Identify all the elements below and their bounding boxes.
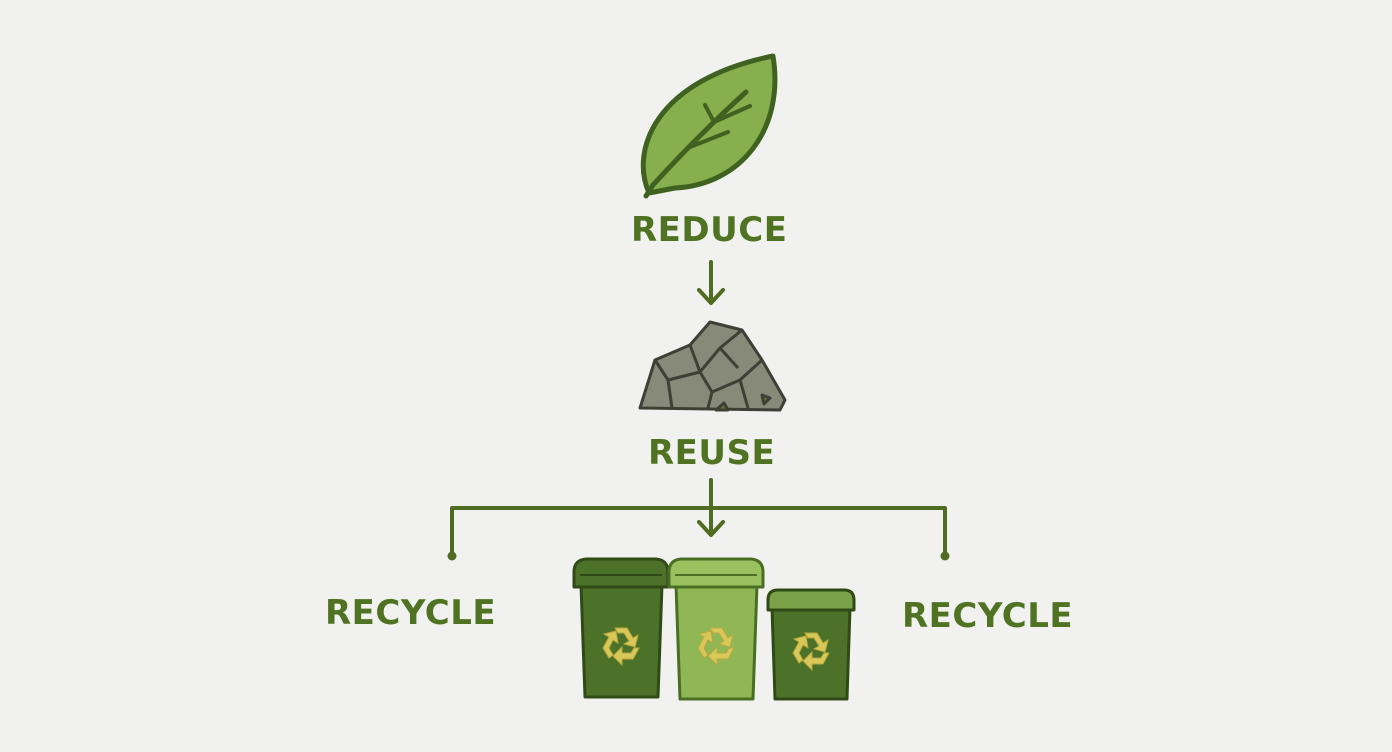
rock-pile-icon bbox=[638, 320, 787, 412]
recycling-bin-icon bbox=[572, 557, 670, 699]
reduce-label: REDUCE bbox=[631, 210, 788, 250]
reuse-label: REUSE bbox=[648, 433, 776, 473]
arrow-reduce-to-reuse bbox=[697, 260, 725, 305]
recycle-label-right: RECYCLE bbox=[902, 596, 1074, 636]
branch-connector bbox=[447, 478, 950, 561]
recycle-label-left: RECYCLE bbox=[325, 593, 497, 633]
recycling-bin-icon bbox=[667, 557, 765, 701]
recycling-bin-icon bbox=[766, 588, 856, 701]
leaf-icon bbox=[640, 53, 778, 199]
